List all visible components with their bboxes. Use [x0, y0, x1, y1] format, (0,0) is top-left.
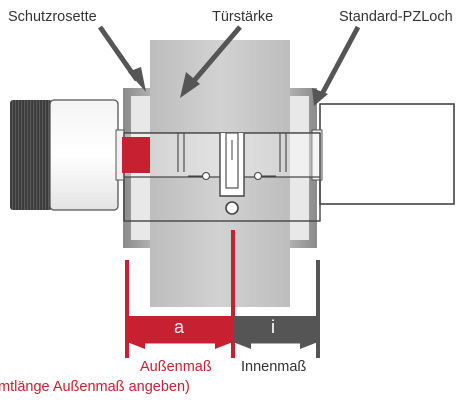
- label-schutzrosette: Schutzrosette: [8, 9, 97, 25]
- label-i: i: [271, 317, 275, 337]
- dimension-i-arrow: [233, 316, 318, 349]
- dimension-a-arrow: [127, 316, 233, 349]
- right-knob-shape: [311, 103, 455, 205]
- callout-lines: [97, 25, 361, 106]
- red-driver-shape: [122, 137, 150, 173]
- label-innenmass: Innenmaß: [241, 359, 307, 375]
- cylinder-body-shape: [122, 132, 321, 222]
- label-standard-pz-loch: Standard-PZLoch: [339, 9, 453, 25]
- label-a: a: [174, 317, 185, 337]
- label-footnote: mtlänge Außenmaß angeben): [0, 379, 190, 395]
- label-tuerstaerke: Türstärke: [212, 9, 274, 25]
- label-aussenmass: Außenmaß: [140, 359, 212, 375]
- left-knob-shape: [10, 99, 125, 211]
